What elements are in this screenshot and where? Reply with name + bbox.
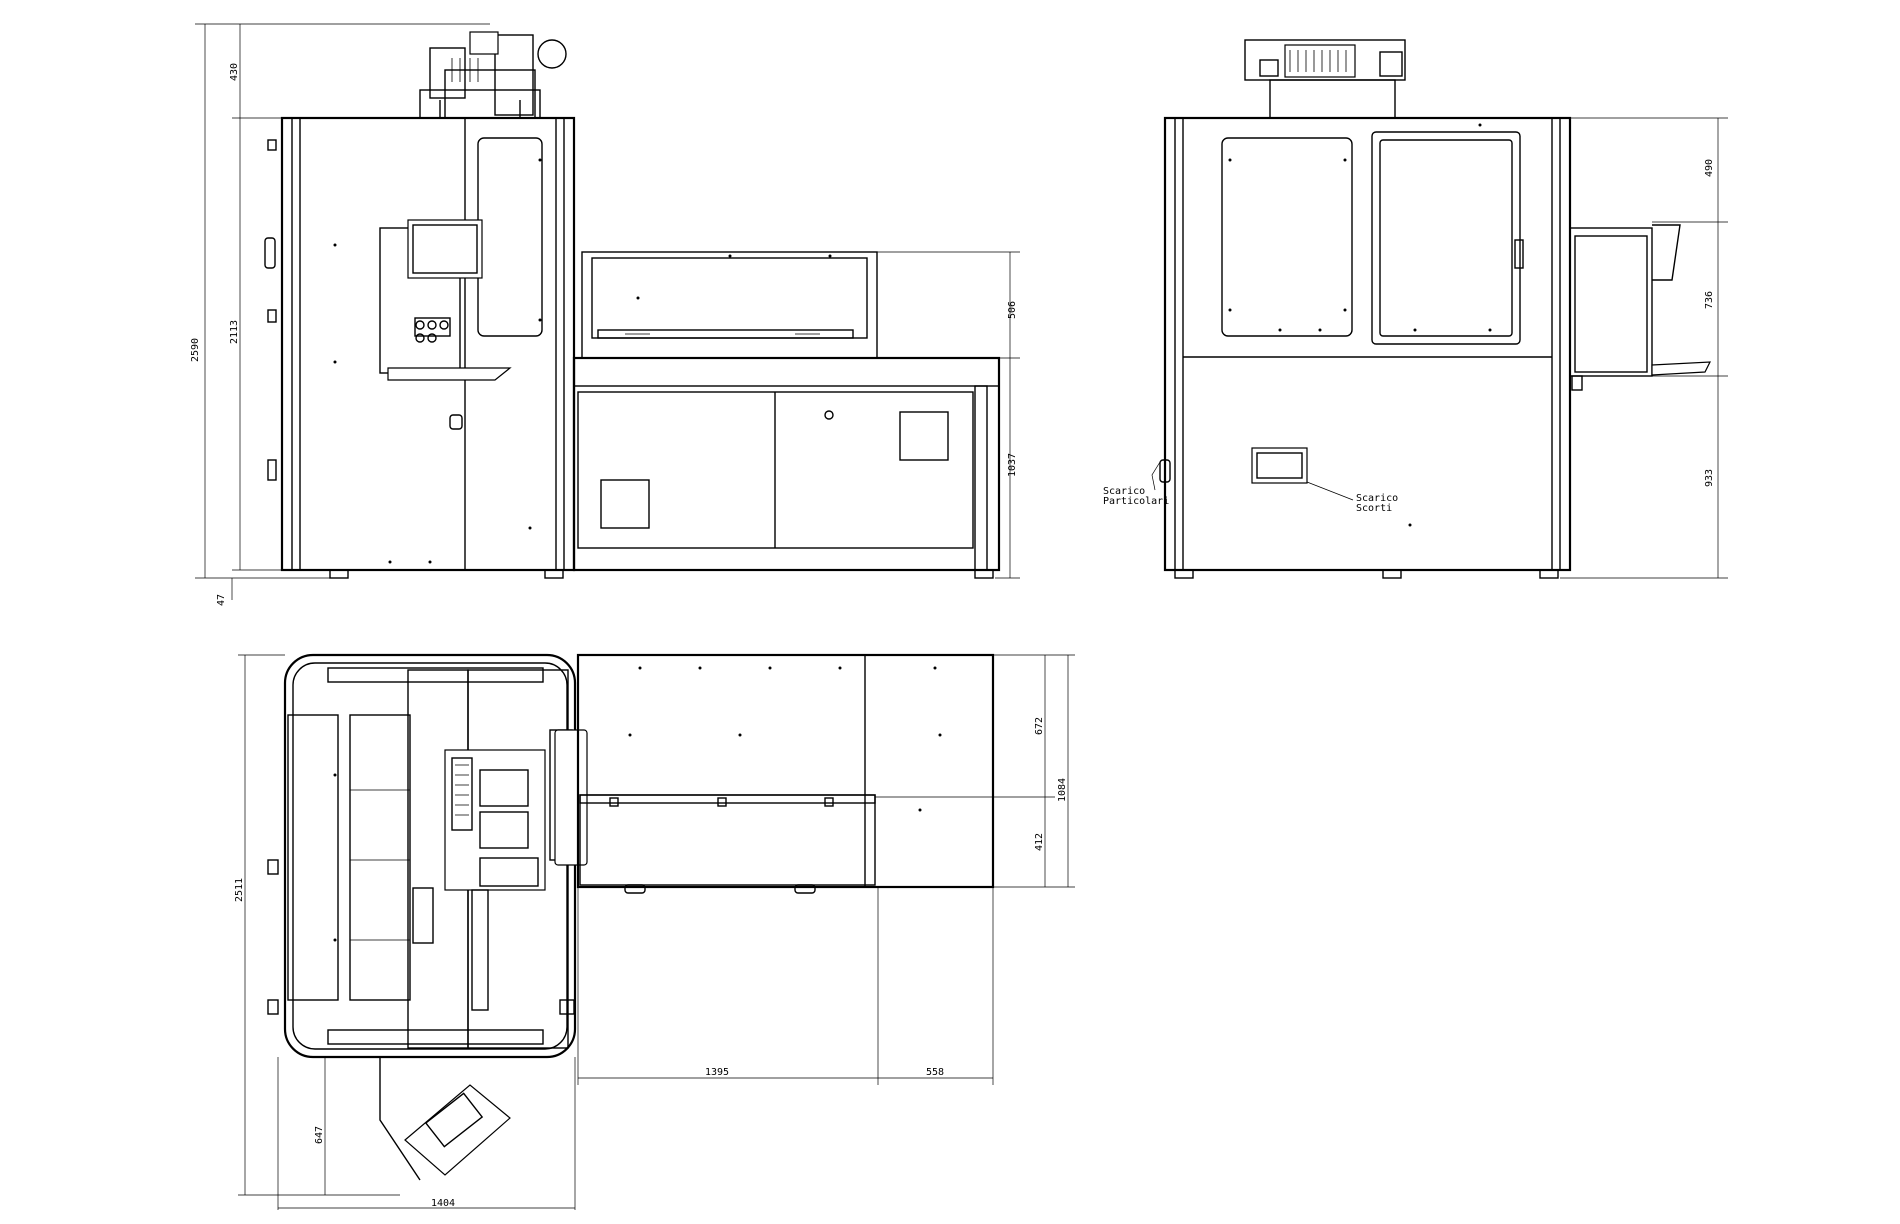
dim-plan-lower: 412 <box>1034 833 1045 851</box>
dim-plan-table-len: 1395 <box>705 1067 729 1078</box>
label-scarico-scorti-2: Scorti <box>1356 503 1392 514</box>
plan-rivets <box>333 666 942 942</box>
dim-front-body: 2113 <box>229 320 240 344</box>
dim-front-top-unit: 430 <box>229 63 240 81</box>
front-table <box>572 356 1001 579</box>
front-rivets <box>333 158 832 564</box>
side-dimensions <box>1151 117 1728 579</box>
dim-plan-table-end: 558 <box>926 1067 944 1078</box>
dim-front-feet: 47 <box>216 594 227 606</box>
label-scarico-scorti-1: Scarico <box>1356 493 1398 504</box>
front-top-unit <box>419 31 567 119</box>
label-scarico-particolari-1: Scarico <box>1103 486 1145 497</box>
front-cabinet <box>264 116 576 579</box>
dim-side-middle: 736 <box>1704 291 1715 309</box>
side-view: 490 736 933 Scarico Particolari Scarico … <box>1103 39 1728 579</box>
dim-plan-total: 1084 <box>1057 778 1068 802</box>
dim-plan-width: 1404 <box>431 1198 455 1209</box>
label-scarico-particolari-2: Particolari <box>1103 496 1169 507</box>
front-dimensions <box>195 23 1020 600</box>
front-hood <box>581 251 878 359</box>
dim-front-hood: 506 <box>1007 301 1018 319</box>
dim-side-top: 490 <box>1704 159 1715 177</box>
dim-front-total-height: 2590 <box>190 338 201 362</box>
dim-side-bottom: 933 <box>1704 469 1715 487</box>
side-rivets <box>1228 123 1492 527</box>
dim-plan-console: 647 <box>314 1126 325 1144</box>
front-view: 2590 430 2113 47 506 1037 <box>190 23 1020 606</box>
side-top-unit <box>1244 39 1406 119</box>
dim-plan-upper: 672 <box>1034 717 1045 735</box>
plan-dimensions <box>238 654 1075 1210</box>
plan-cabinet <box>267 653 588 1059</box>
plan-console <box>379 1057 511 1181</box>
dim-plan-depth: 2511 <box>234 878 245 902</box>
plan-view: 2511 1404 647 1395 558 672 412 1084 <box>234 653 1075 1210</box>
plan-table <box>576 653 995 894</box>
side-unloader <box>1569 224 1711 391</box>
dim-front-table: 1037 <box>1007 453 1018 477</box>
